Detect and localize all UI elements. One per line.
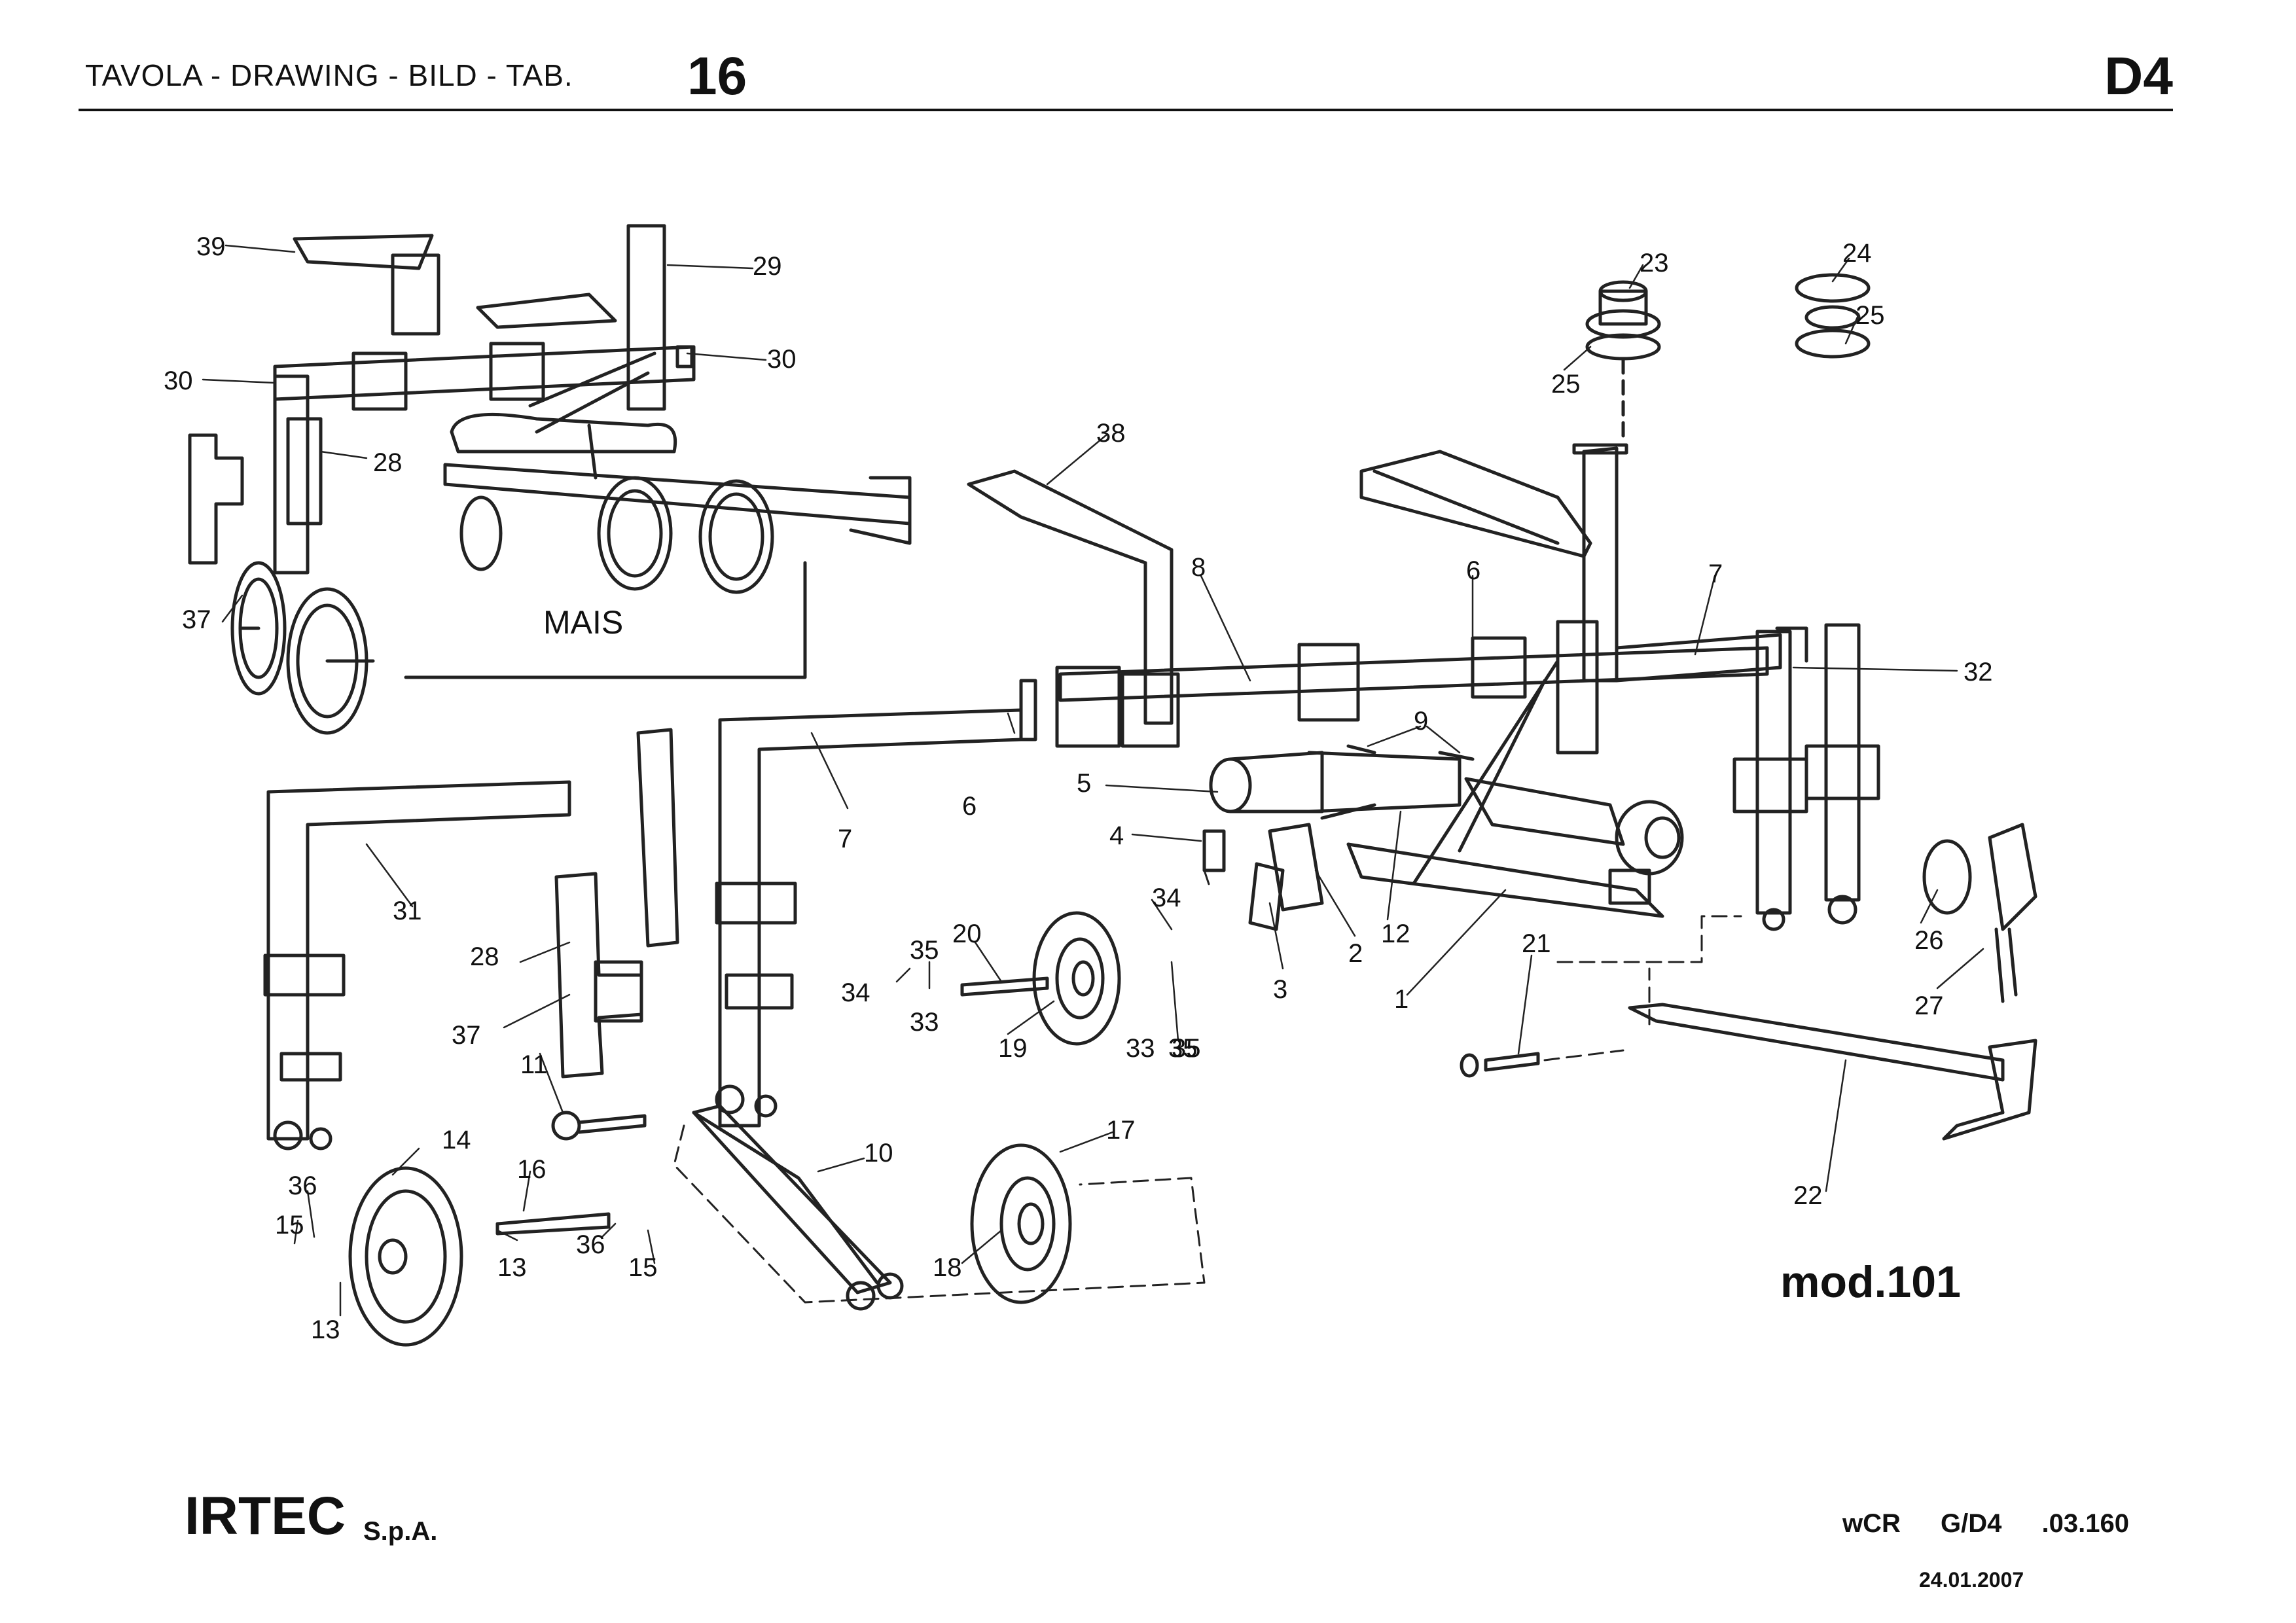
- callout-15: 15: [275, 1211, 304, 1240]
- callout-19: 19: [998, 1034, 1028, 1063]
- callout-32: 32: [1964, 658, 1993, 687]
- drawing-date: 24.01.2007: [1919, 1568, 2024, 1592]
- callout-12: 12: [1381, 919, 1410, 948]
- callout-4: 4: [1109, 821, 1124, 850]
- callout-22: 22: [1793, 1181, 1823, 1210]
- callout-13: 13: [311, 1315, 340, 1344]
- drawing-title: TAVOLA - DRAWING - BILD - TAB.: [85, 58, 573, 92]
- callout-30: 30: [767, 345, 797, 374]
- callout-7: 7: [1708, 560, 1723, 588]
- callout-36: 36: [288, 1171, 317, 1200]
- callout-24: 24: [1842, 239, 1872, 268]
- callout-6: 6: [1466, 556, 1480, 585]
- callout-37: 37: [452, 1021, 481, 1050]
- callout-6: 6: [962, 792, 977, 821]
- callout-9: 9: [1414, 707, 1428, 736]
- callout-35: 35: [1168, 1034, 1198, 1063]
- callout-28: 28: [373, 448, 403, 477]
- callout-8: 8: [1191, 553, 1206, 582]
- brand-suffix: S.p.A.: [363, 1517, 438, 1546]
- brand-name: IRTEC: [185, 1486, 346, 1546]
- inset-assembly: [188, 224, 912, 735]
- callout-28: 28: [470, 942, 499, 971]
- callout-13: 13: [497, 1253, 527, 1282]
- code-part-1: wCR: [1842, 1509, 1901, 1538]
- callout-25: 25: [1551, 370, 1581, 399]
- header: TAVOLA - DRAWING - BILD - TAB. 16 D4: [79, 46, 2173, 118]
- callout-7: 7: [838, 825, 852, 853]
- callout-3: 3: [1273, 975, 1287, 1004]
- callout-21: 21: [1522, 929, 1551, 958]
- callout-35: 35: [910, 936, 939, 965]
- callout-16: 16: [517, 1155, 547, 1184]
- callout-1: 1: [1394, 985, 1408, 1014]
- callout-37: 37: [182, 605, 211, 634]
- callout-39: 39: [196, 232, 226, 261]
- callout-31: 31: [393, 897, 422, 925]
- sheet-code: D4: [2104, 46, 2173, 106]
- callout-30: 30: [164, 366, 193, 395]
- drawing-code: wCR G/D4 .03.160: [1842, 1509, 2162, 1539]
- callout-25: 25: [1856, 301, 1885, 330]
- callout-38: 38: [1096, 419, 1126, 448]
- callout-33: 33: [1126, 1034, 1155, 1063]
- callout-20: 20: [952, 919, 982, 948]
- code-part-2: G/D4: [1941, 1509, 2002, 1538]
- callout-11: 11: [520, 1050, 548, 1079]
- callout-17: 17: [1106, 1116, 1136, 1145]
- callout-2: 2: [1348, 939, 1363, 968]
- callout-29: 29: [753, 252, 782, 281]
- callout-18: 18: [933, 1253, 962, 1282]
- callout-33: 33: [910, 1008, 939, 1037]
- callout-34: 34: [841, 978, 870, 1007]
- callout-14: 14: [442, 1126, 471, 1154]
- table-number: 16: [687, 46, 747, 106]
- callout-23: 23: [1640, 249, 1669, 277]
- callout-10: 10: [864, 1139, 893, 1168]
- model-label: mod.101: [1780, 1257, 1961, 1307]
- header-rule: [79, 109, 2173, 111]
- callout-35: 35: [1172, 1034, 1201, 1063]
- callout-27: 27: [1914, 991, 1944, 1020]
- callout-36: 36: [576, 1230, 605, 1259]
- callout-5: 5: [1077, 769, 1091, 798]
- callout-15: 15: [628, 1253, 658, 1282]
- code-part-3: .03.160: [2041, 1509, 2129, 1538]
- callout-34: 34: [1152, 883, 1181, 912]
- inset-label: MAIS: [543, 604, 624, 641]
- callout-26: 26: [1914, 926, 1944, 955]
